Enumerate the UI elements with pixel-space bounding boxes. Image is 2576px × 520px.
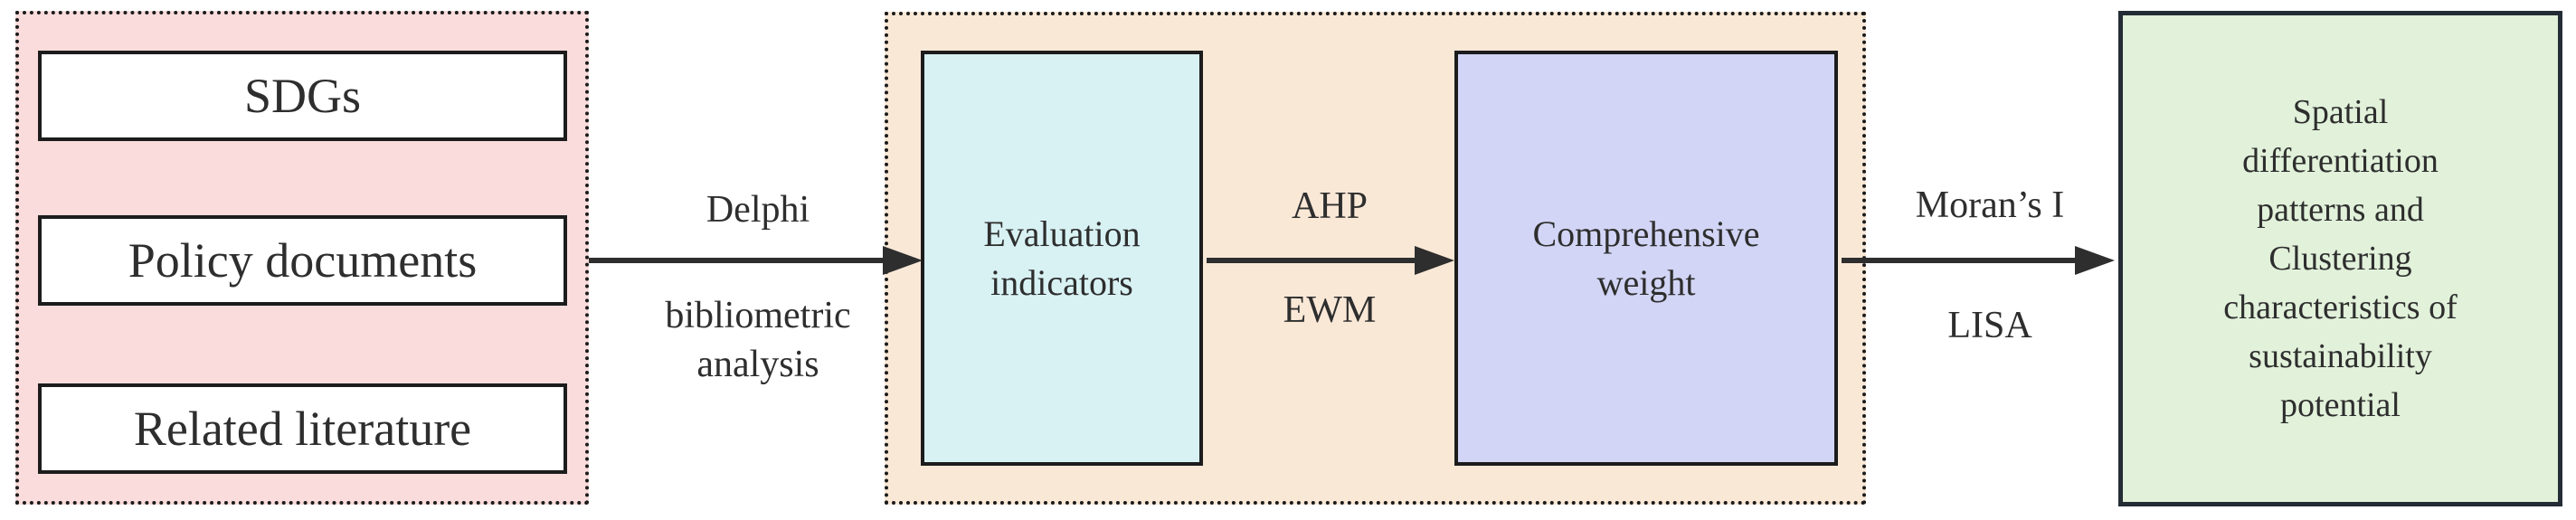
arrow3-bottom-label: LISA (1947, 305, 2032, 346)
sdgs-box-label: SDGs (243, 69, 362, 123)
arrow-shaft (589, 258, 888, 263)
result-box: Spatial differentiation patterns and Clu… (2118, 11, 2562, 506)
comprehensive-weight-label: Comprehensive weight (1532, 213, 1760, 303)
result-box-label: Spatial differentiation patterns and Clu… (2223, 93, 2458, 424)
evaluation-indicators-box: Evaluation indicators (921, 51, 1203, 466)
data-sources-group: SDGs Policy documents Related literature (15, 11, 589, 505)
policy-documents-box: Policy documents (38, 215, 567, 306)
arrow1-bottom-label: bibliometric analysis (665, 295, 851, 385)
related-literature-box-label: Related literature (133, 402, 472, 456)
arrow3-top-label: Moran’s I (1915, 184, 2065, 226)
policy-documents-box-label: Policy documents (128, 233, 478, 288)
arrow2-bottom-label: EWM (1283, 289, 1377, 331)
arrow-weight-to-results (1842, 245, 2115, 276)
related-literature-box: Related literature (38, 383, 567, 474)
arrow2-top-label: AHP (1291, 185, 1368, 227)
arrowhead-icon (1415, 246, 1454, 275)
weighting-group: Evaluation indicators Comprehensive weig… (885, 12, 1866, 505)
arrow-shaft (1842, 258, 2080, 263)
evaluation-indicators-label: Evaluation indicators (983, 213, 1141, 303)
arrow-shaft (1207, 258, 1420, 263)
arrowhead-icon (883, 246, 923, 275)
arrowhead-icon (2075, 246, 2115, 275)
arrow1-top-label: Delphi (706, 189, 810, 231)
arrow-sources-to-indicators (589, 245, 923, 276)
sdgs-box: SDGs (38, 51, 567, 141)
arrow-indicators-to-weight (1207, 245, 1454, 276)
comprehensive-weight-box: Comprehensive weight (1454, 51, 1838, 466)
